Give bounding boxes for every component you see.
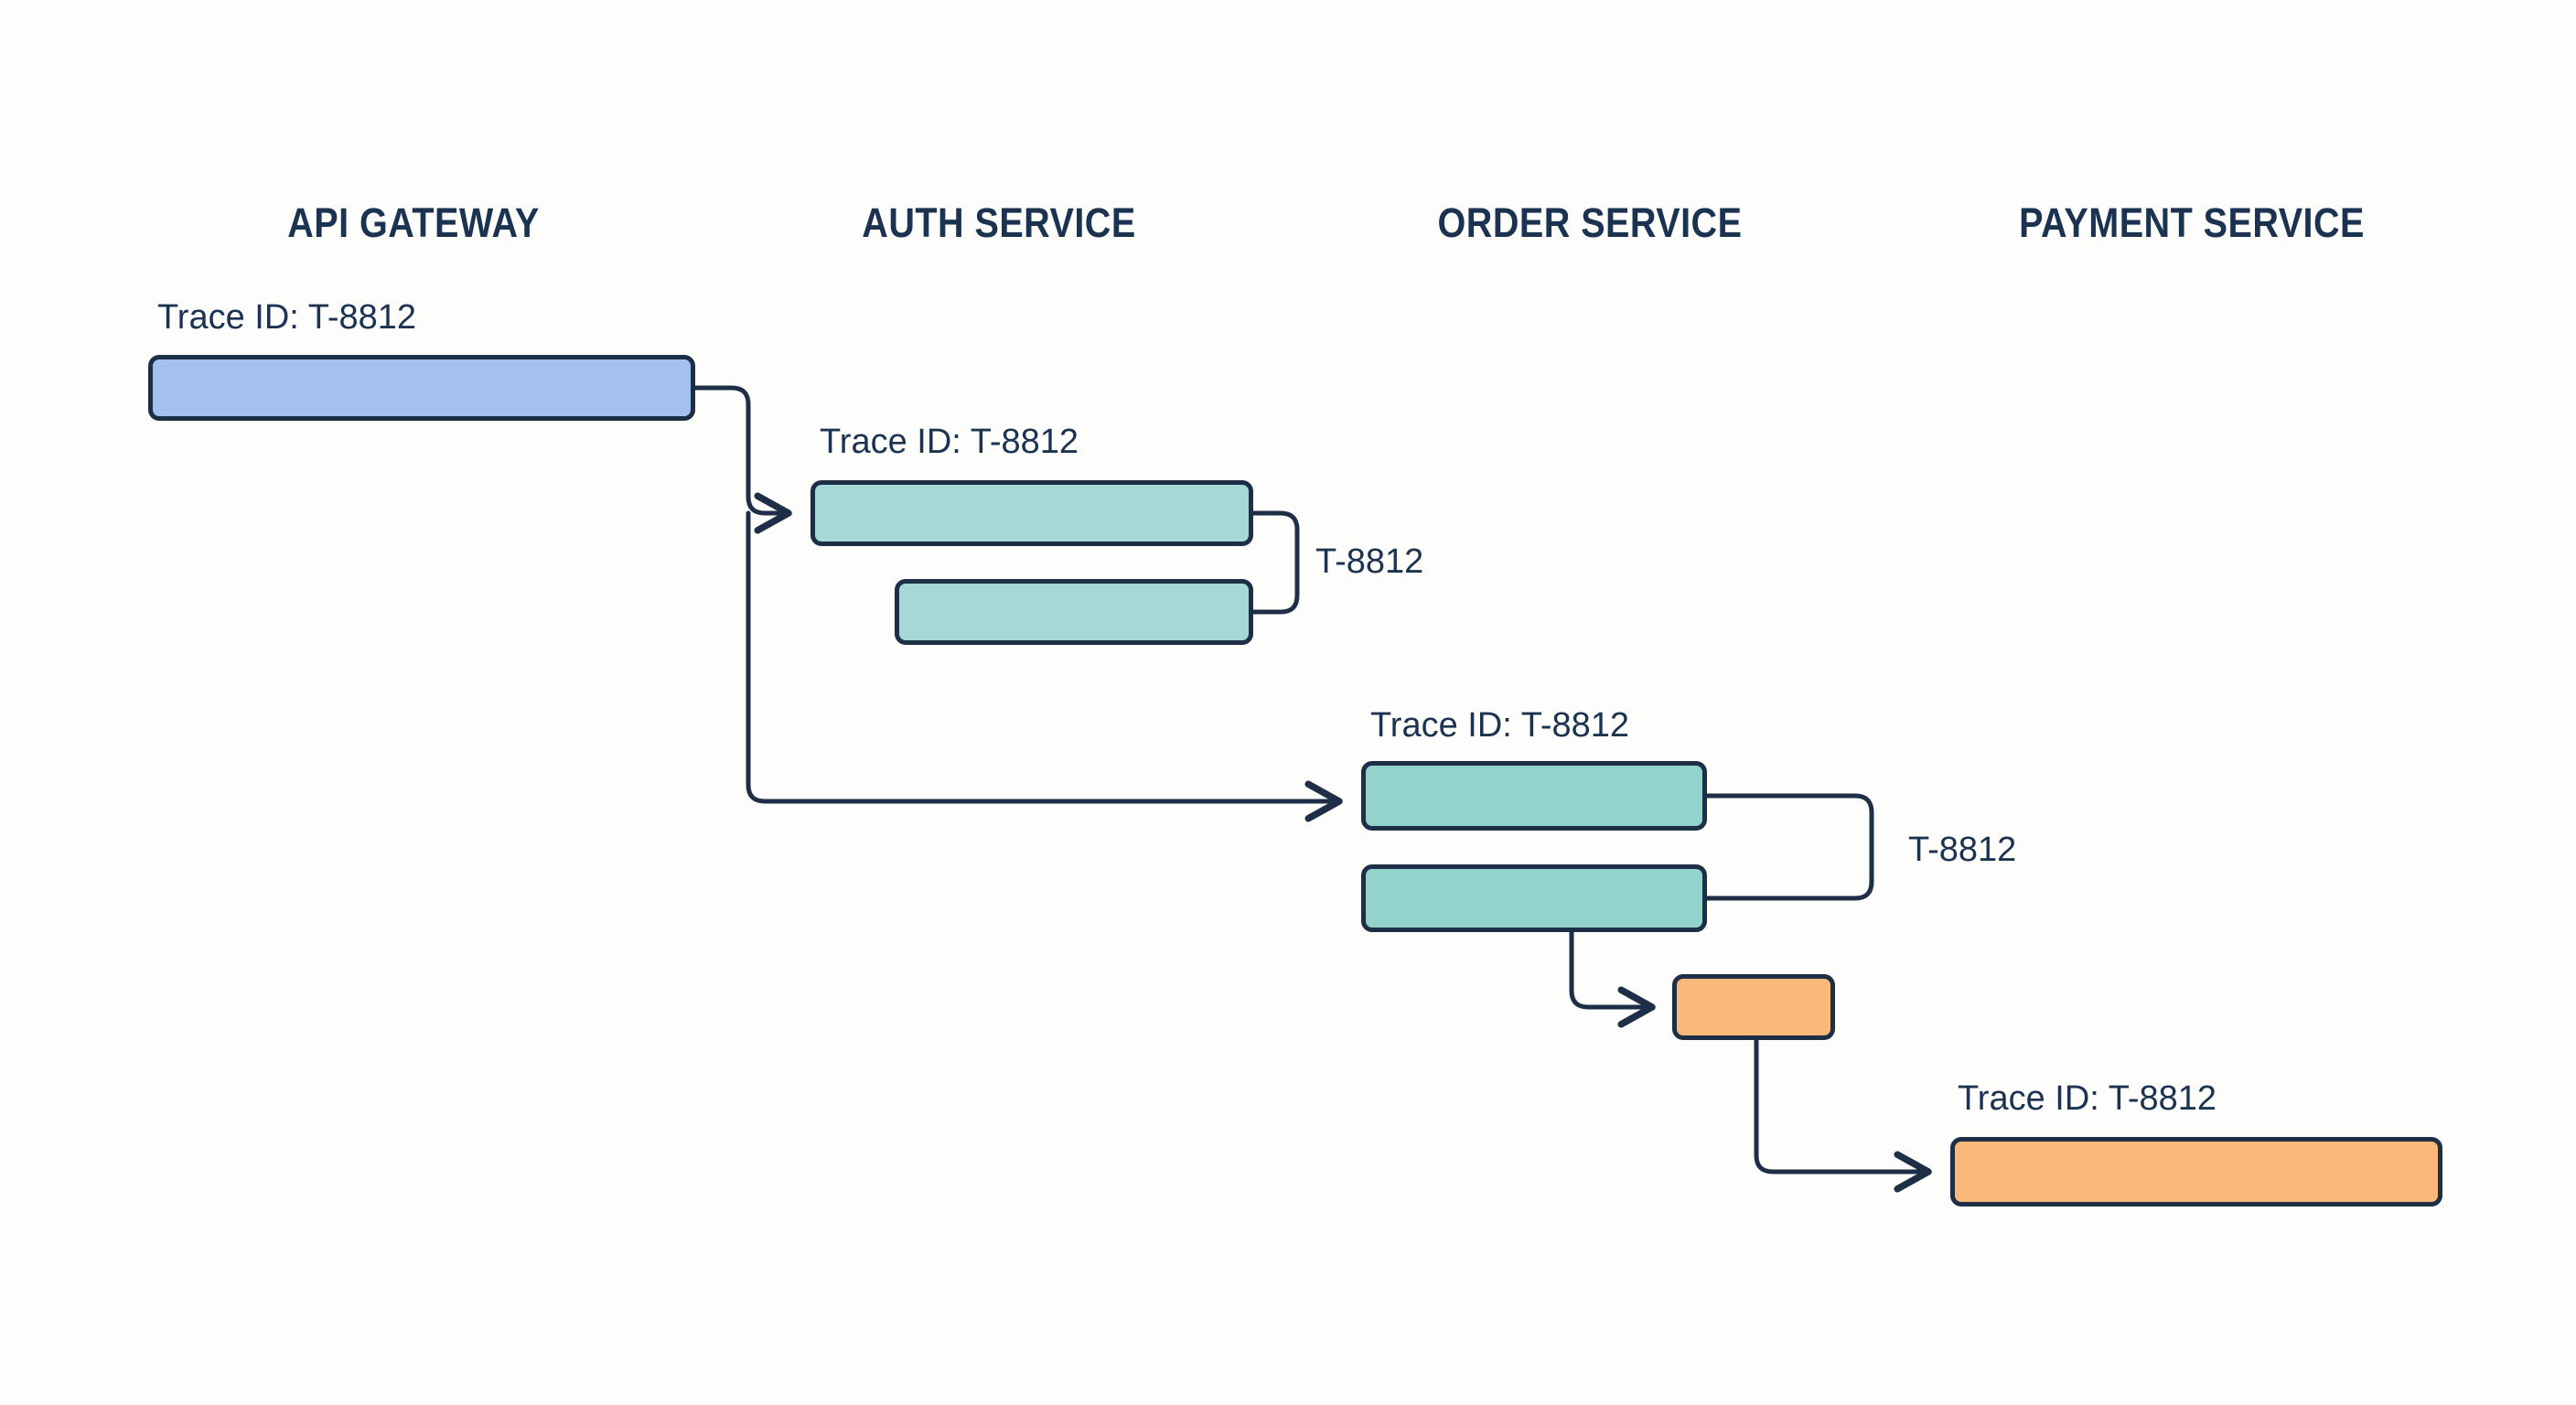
lane-header-auth-service: AUTH SERVICE xyxy=(862,199,1136,246)
trace-id-label-order: Trace ID: T-8812 xyxy=(1370,706,1630,745)
span-bar-auth-secondary[interactable] xyxy=(895,579,1253,645)
bracket-order-spans xyxy=(1704,793,1874,901)
trace-id-label-gateway: Trace ID: T-8812 xyxy=(157,298,417,337)
lane-header-payment-service: PAYMENT SERVICE xyxy=(2019,199,2365,246)
span-bar-order-primary[interactable] xyxy=(1361,761,1707,831)
span-bar-order-secondary[interactable] xyxy=(1361,864,1707,932)
connector-gateway-to-auth xyxy=(692,385,792,534)
span-bar-gateway-root[interactable] xyxy=(148,355,695,421)
trace-id-label-payment: Trace ID: T-8812 xyxy=(1958,1079,2217,1118)
lane-header-order-service: ORDER SERVICE xyxy=(1437,199,1743,246)
trace-id-label-auth: Trace ID: T-8812 xyxy=(820,423,1079,461)
span-bar-auth-primary[interactable] xyxy=(810,480,1253,546)
span-bar-order-payment-call[interactable] xyxy=(1672,974,1835,1040)
bracket-label-order: T-8812 xyxy=(1908,831,2017,869)
connector-order-to-payment-call xyxy=(1569,929,1656,1028)
bracket-label-auth: T-8812 xyxy=(1315,542,1424,581)
lane-header-api-gateway: API GATEWAY xyxy=(287,199,540,246)
connector-gateway-to-order xyxy=(746,510,1343,822)
span-bar-payment-root[interactable] xyxy=(1950,1137,2442,1207)
bracket-auth-spans xyxy=(1250,510,1300,615)
connector-payment-call-to-payment xyxy=(1754,1037,1932,1193)
